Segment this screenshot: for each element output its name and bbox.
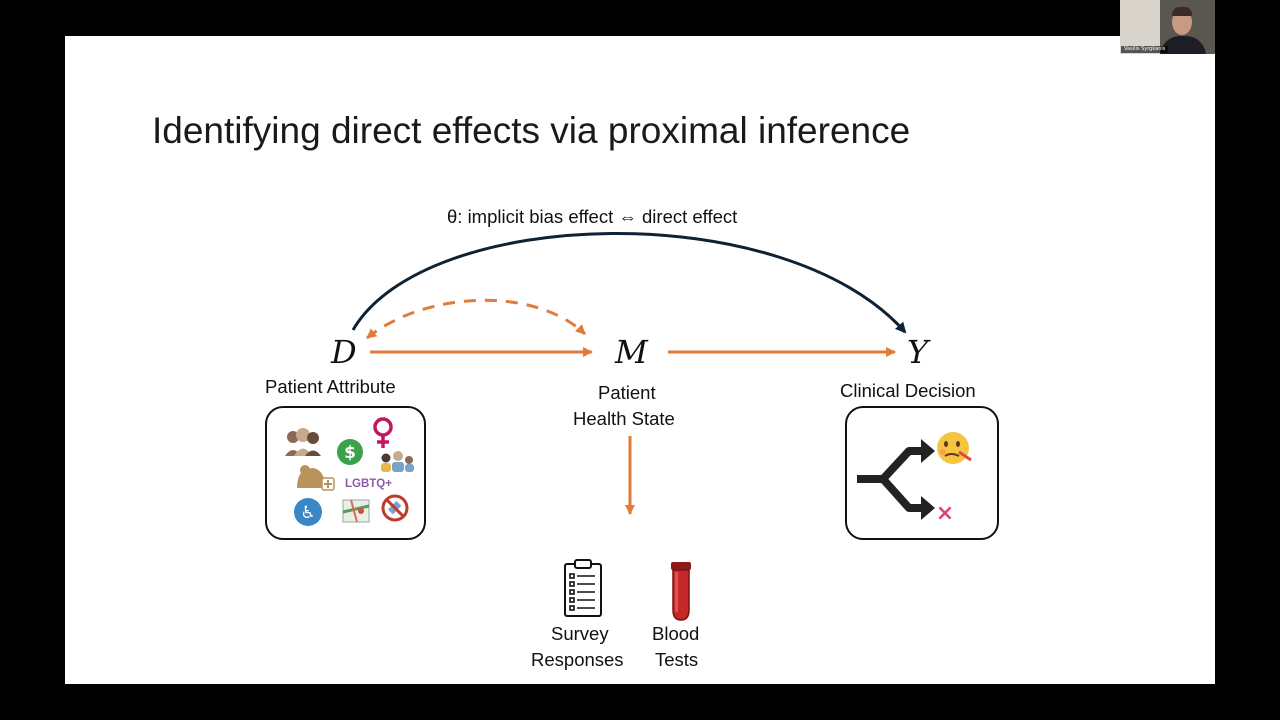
confounding-dashed-arrow xyxy=(366,298,587,340)
blood-tube-icon xyxy=(671,562,691,621)
wheelchair-icon: ♿ xyxy=(294,498,322,526)
dollar-icon: $ xyxy=(337,439,363,465)
causal-diagram xyxy=(351,232,907,515)
node-m: M xyxy=(615,333,648,371)
node-y: Y xyxy=(907,333,929,371)
female-icon xyxy=(373,417,393,448)
theta-label: θ: implicit bias effect ⇔ direct effect xyxy=(447,206,738,227)
map-icon xyxy=(342,499,370,523)
node-d: D xyxy=(331,333,357,371)
tests-label: Tests xyxy=(655,649,699,670)
elderly-icon xyxy=(297,465,335,491)
svg-text:$: $ xyxy=(344,443,356,463)
patient-label: Patient xyxy=(598,382,656,403)
clipboard-icon xyxy=(564,559,602,617)
svg-text:♿: ♿ xyxy=(300,503,315,523)
direct-effect-arrow xyxy=(351,232,907,334)
participant-name: Vasilis Syrgkanis xyxy=(1121,46,1169,53)
people-group-icon xyxy=(285,428,321,456)
clinical-decision-label: Clinical Decision xyxy=(840,380,976,401)
no-vaccine-icon xyxy=(381,494,409,522)
cross-icon: × xyxy=(936,501,954,526)
slide: Identifying direct effects via proximal … xyxy=(65,36,1215,684)
patient-attribute-box: $ xyxy=(265,406,426,540)
participant-video[interactable]: Vasilis Syrgkanis xyxy=(1120,0,1215,54)
family-icon xyxy=(381,451,414,472)
slide-title: Identifying direct effects via proximal … xyxy=(152,110,911,151)
health-state-label: Health State xyxy=(573,408,675,429)
branch-arrow-icon xyxy=(857,439,935,520)
clinical-decision-box: × xyxy=(845,406,999,540)
survey-label: Survey xyxy=(551,623,609,644)
blood-label: Blood xyxy=(652,623,700,644)
patient-attribute-label: Patient Attribute xyxy=(265,376,396,397)
lgbtq-icon: LGBTQ+ xyxy=(345,478,392,490)
responses-label: Responses xyxy=(531,649,624,670)
sick-face-icon xyxy=(937,432,972,464)
